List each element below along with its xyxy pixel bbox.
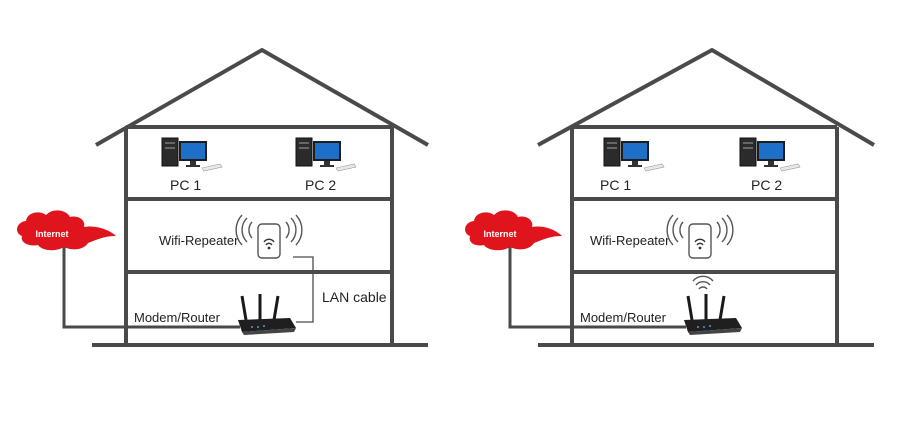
house-left: Internet PC 1 PC 2 Wifi-Repeater LAN cab…: [17, 47, 429, 347]
pc-icon: [603, 137, 665, 172]
roof: [537, 47, 876, 147]
router-label: Modem/Router: [134, 310, 221, 325]
internet-line: [508, 247, 686, 329]
router-label: Modem/Router: [580, 310, 667, 325]
router-icon: [236, 292, 298, 337]
pc-2-label: PC 2: [751, 177, 782, 193]
pc-icon: [161, 137, 223, 172]
roof: [95, 47, 429, 147]
pc-2: [295, 137, 357, 172]
pc-2-label: PC 2: [305, 177, 336, 193]
pc-icon: [739, 137, 801, 172]
house-right: Internet PC 1 PC 2 Wifi-Repeater Modem/R…: [465, 47, 876, 347]
repeater-icon: [688, 223, 712, 259]
internet-label: Internet: [35, 229, 68, 239]
modem-router: [682, 292, 744, 337]
router-icon: [682, 292, 744, 337]
pc-1: [603, 137, 665, 172]
wifi-repeater: [257, 223, 281, 259]
pc-1-label: PC 1: [600, 177, 631, 193]
lan-cable: [293, 256, 314, 323]
cloud-icon: [465, 210, 562, 251]
modem-router: [236, 292, 298, 337]
internet-line: [62, 247, 240, 329]
wifi-repeater: [688, 223, 712, 259]
pc-2: [739, 137, 801, 172]
pc-1: [161, 137, 223, 172]
repeater-icon: [257, 223, 281, 259]
repeater-label: Wifi-Repeater: [159, 233, 239, 248]
cloud-icon: [17, 210, 116, 251]
pc-icon: [295, 137, 357, 172]
internet-cloud: Internet: [465, 210, 562, 251]
repeater-label: Wifi-Repeater: [590, 233, 670, 248]
internet-label: Internet: [483, 229, 516, 239]
internet-cloud: Internet: [17, 210, 116, 251]
pc-1-label: PC 1: [170, 177, 201, 193]
lan-cable-label: LAN cable: [322, 289, 387, 305]
wifi-signal-icon: [692, 275, 714, 290]
